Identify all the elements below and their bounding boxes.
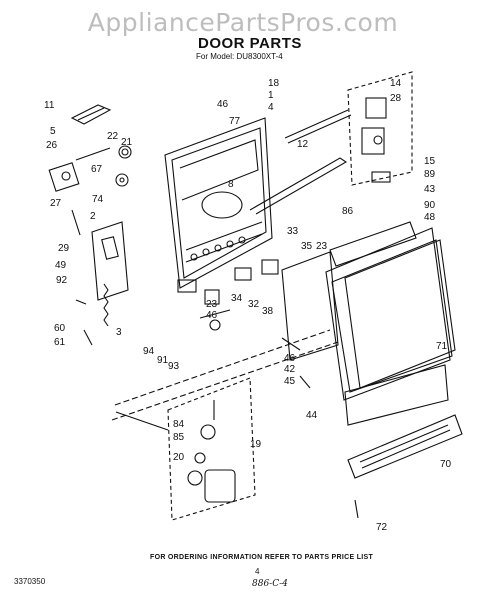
door-switch-assembly — [48, 145, 132, 192]
part-label: 32 — [248, 299, 260, 310]
liner-panel — [281, 251, 339, 361]
part-label: 23 — [316, 241, 328, 252]
part-label: 23 — [206, 299, 218, 310]
part-label: 15 — [424, 156, 436, 167]
part-label: 48 — [424, 212, 436, 223]
part-label: 46 — [206, 310, 218, 321]
screws — [75, 299, 359, 519]
part-label: 19 — [250, 439, 262, 450]
part-label: 91 — [157, 355, 169, 366]
part-label: 86 — [342, 206, 354, 217]
part-label: 4 — [268, 102, 274, 113]
part-label: 5 — [50, 126, 56, 137]
part-label: 70 — [440, 459, 452, 470]
handwritten-note: 886-C-4 — [252, 579, 288, 589]
part-label: 49 — [55, 260, 67, 271]
part-label: 42 — [284, 364, 296, 375]
watermark: AppliancePartsPros.com — [87, 8, 399, 37]
part-label: 94 — [143, 346, 155, 357]
outer-door-panels — [325, 221, 456, 401]
part-label: 72 — [376, 522, 388, 533]
top-handle-bar — [70, 104, 112, 125]
part-label: 38 — [262, 306, 274, 317]
ordering-info-note: FOR ORDERING INFORMATION REFER TO PARTS … — [150, 554, 374, 561]
part-label: 45 — [284, 376, 296, 387]
control-components — [177, 259, 279, 331]
part-label: 77 — [229, 116, 241, 127]
part-label: 93 — [168, 361, 180, 372]
part-label: 60 — [54, 323, 66, 334]
part-label: 18 — [268, 78, 280, 89]
part-label: 85 — [173, 432, 185, 443]
diagram-title: DOOR PARTS — [198, 35, 302, 52]
diagram-subtitle: For Model: DU8300XT-4 — [196, 52, 283, 61]
page-number: 4 — [255, 567, 260, 576]
toe-panel — [344, 364, 463, 479]
part-label: 34 — [231, 293, 243, 304]
part-label: 27 — [50, 198, 62, 209]
part-label: 3 — [116, 327, 122, 338]
part-label: 20 — [173, 452, 185, 463]
part-label: 14 — [390, 78, 402, 89]
part-label: 67 — [91, 164, 103, 175]
part-number-labels: 1152627222167274294992606134677181414281… — [44, 78, 452, 533]
part-label: 11 — [44, 100, 55, 111]
part-label: 92 — [56, 275, 68, 286]
part-label: 8 — [228, 179, 234, 190]
left-side-panel — [71, 209, 129, 346]
part-label: 43 — [424, 184, 436, 195]
part-label: 28 — [390, 93, 402, 104]
part-label: 84 — [173, 419, 185, 430]
side-rails — [249, 109, 352, 215]
part-label: 89 — [424, 169, 436, 180]
part-label: 29 — [58, 243, 70, 254]
part-label: 46 — [284, 353, 296, 364]
part-label: 71 — [436, 341, 448, 352]
document-number: 3370350 — [14, 577, 46, 586]
part-label: 61 — [54, 337, 66, 348]
part-label: 74 — [92, 194, 104, 205]
latch-assembly-box — [111, 329, 339, 521]
part-label: 22 — [107, 131, 119, 142]
part-label: 1 — [268, 90, 274, 101]
part-label: 46 — [217, 99, 229, 110]
part-label: 2 — [90, 211, 96, 222]
part-label: 35 — [301, 241, 313, 252]
part-label: 33 — [287, 226, 299, 237]
part-label: 90 — [424, 200, 436, 211]
part-label: 12 — [297, 139, 309, 150]
part-label: 44 — [306, 410, 318, 421]
hinge-bracket — [347, 71, 413, 186]
inner-door-panel — [164, 117, 273, 289]
part-label: 21 — [121, 137, 133, 148]
part-label: 26 — [46, 140, 58, 151]
